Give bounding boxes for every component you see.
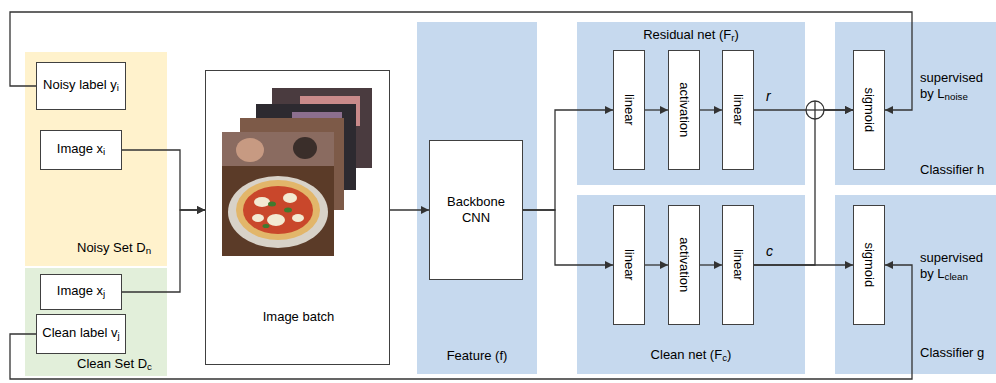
arrow-head	[197, 206, 205, 214]
box-label: Backbone CNN	[430, 194, 522, 225]
label-holder: supervised by Lnoise	[920, 70, 992, 103]
connector-line	[754, 264, 853, 265]
panel-label: Noisy Set Dn	[77, 240, 163, 257]
graphic	[267, 214, 285, 226]
layer-box: linear	[613, 205, 645, 325]
panel-label: Residual net (Fr)	[577, 27, 805, 44]
box-label: Image xi	[54, 141, 108, 158]
graphic	[252, 214, 264, 222]
panel-label: supervised by Lnoise	[920, 70, 992, 103]
graphic	[814, 101, 815, 119]
box-label: Image xj	[54, 283, 108, 300]
layer-box: linear	[722, 50, 754, 170]
graphic	[254, 197, 270, 207]
subscript: j	[103, 289, 105, 300]
subscript: clean	[945, 271, 968, 282]
label-holder: Clean net (Fc)	[577, 347, 805, 364]
subscript: c	[722, 352, 727, 363]
subscript: j	[117, 331, 119, 342]
classifier-panel: supervised by LnoiseClassifier h sigmoid	[835, 22, 996, 185]
arrow-head	[197, 206, 205, 214]
panel-label: Feature (f)	[417, 348, 537, 364]
edge-label: c	[764, 243, 775, 260]
subscript: i	[117, 83, 119, 94]
graphic	[263, 224, 270, 228]
label-holder: sigmoid	[854, 51, 884, 169]
panel-label: Image batch	[261, 309, 336, 325]
clean-set-panel: Clean Set Dc Image xj Clean label vj	[25, 268, 167, 376]
label-holder: Image batch	[261, 309, 336, 325]
layer-label: activation	[676, 238, 692, 293]
classifier-panel: supervised by LcleanClassifier g sigmoid	[835, 195, 996, 374]
box-label: Noisy label yi	[40, 77, 122, 94]
data-box: Noisy label yi	[36, 62, 126, 110]
label-holder: Classifier h	[920, 162, 994, 178]
label-holder: linear	[723, 206, 753, 324]
graphic	[268, 202, 276, 207]
layer-box: sigmoid	[853, 205, 885, 325]
edge-label: r	[764, 88, 773, 105]
label-holder: Clean Set Dc	[77, 356, 163, 373]
subscript: noise	[945, 91, 968, 102]
graphic	[284, 208, 292, 213]
noisy-set-panel: Noisy Set Dn Noisy label yi Image xi	[25, 52, 167, 266]
panel-label: supervised by Lclean	[920, 250, 992, 283]
graphic	[222, 132, 334, 166]
graphic	[236, 180, 320, 240]
label-holder: r	[764, 88, 773, 105]
subscript: i	[103, 147, 105, 158]
label-holder: c	[764, 243, 775, 260]
backbone-box: Backbone CNN	[429, 140, 523, 280]
data-box: Clean label vj	[36, 314, 126, 355]
layer-label: activation	[676, 83, 692, 138]
label-holder: supervised by Lclean	[920, 250, 992, 283]
label-holder: Feature (f)	[417, 348, 537, 364]
layer-box: linear	[613, 50, 645, 170]
label-holder: activation	[669, 206, 699, 324]
layer-box: activation	[668, 205, 700, 325]
panel-caption: Classifier h	[920, 162, 994, 178]
layer-box: activation	[668, 50, 700, 170]
graphic	[243, 186, 313, 234]
label-holder: sigmoid	[854, 206, 884, 324]
connector	[390, 206, 429, 214]
label-holder: Residual net (Fr)	[577, 27, 805, 44]
graphic	[222, 132, 334, 256]
panel-label: Clean net (Fc)	[577, 347, 805, 364]
label-holder: Noisy Set Dn	[77, 240, 163, 257]
subscript: n	[146, 245, 151, 256]
graphic	[806, 101, 824, 119]
subscript: r	[731, 32, 734, 43]
graphic	[292, 214, 304, 222]
label-holder: linear	[614, 206, 644, 324]
graphic	[236, 138, 264, 162]
graphic	[283, 193, 297, 203]
layer-label: linear	[730, 94, 746, 126]
layer-label: linear	[621, 249, 637, 281]
label-holder: Classifier g	[920, 345, 994, 361]
data-box: Image xj	[40, 274, 122, 310]
layer-label: sigmoid	[861, 88, 877, 133]
panel-caption: Classifier g	[920, 345, 994, 361]
layer-label: sigmoid	[861, 243, 877, 288]
box-label: Clean label vj	[39, 325, 122, 342]
subscript: c	[147, 361, 152, 372]
layer-box: linear	[722, 205, 754, 325]
panel-label: Clean Set Dc	[77, 356, 163, 373]
feature-panel: Feature (f) Backbone CNN	[417, 22, 537, 374]
graphic	[293, 137, 317, 159]
data-box: Image xi	[40, 130, 122, 170]
layer-label: linear	[621, 94, 637, 126]
label-holder: linear	[723, 51, 753, 169]
label-holder: linear	[614, 51, 644, 169]
graphic	[228, 176, 328, 248]
layer-box: sigmoid	[853, 50, 885, 170]
clean-net-panel: Clean net (Fc) linear activation linear	[577, 195, 805, 374]
layer-label: linear	[730, 249, 746, 281]
label-holder: activation	[669, 51, 699, 169]
